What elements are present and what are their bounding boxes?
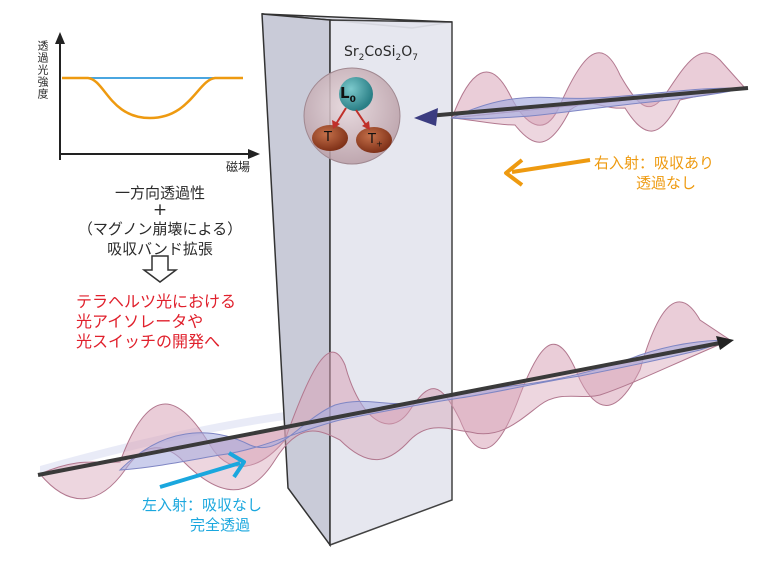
explanation-line1: 一方向透過性 [114, 184, 205, 202]
bottom-wave [37, 301, 734, 500]
decay-arrowhead-left [332, 120, 340, 129]
crystal-formula: Sr2CoSi2O7 [344, 44, 419, 63]
right-brown-ball [356, 127, 392, 153]
top-wave [414, 52, 749, 143]
decay-arrow-right [355, 109, 367, 126]
graph-x-arrowhead [248, 149, 260, 159]
left-brown-ball [312, 125, 348, 151]
explanation-line3: 吸収バンド拡張 [107, 240, 213, 258]
left-ball-label: T [324, 130, 332, 145]
graph-y-label: 透過光強度 [36, 40, 49, 100]
right-ball-label: T+ [368, 132, 383, 149]
top-wave-arrowhead [414, 108, 438, 126]
right-incidence-line2: 透過なし [636, 174, 697, 192]
magnon-sphere [303, 67, 401, 165]
top-wave-axis [427, 86, 749, 118]
graph-x-label: 磁場 [226, 160, 251, 174]
left-incidence-line2: 完全透過 [190, 516, 251, 534]
right-incidence-line1: 右入射：吸収あり [594, 154, 715, 172]
application-line3: 光スイッチの開発へ [76, 332, 221, 351]
decay-arrow-left [335, 107, 347, 125]
application-line2: 光アイソレータや [76, 312, 204, 331]
bottom-wave-arrowhead [716, 336, 734, 350]
decay-arrowhead-right [362, 121, 370, 130]
graph-y-arrowhead [55, 32, 65, 44]
graph-orange-curve [62, 76, 243, 120]
blue-incidence-arrow [159, 451, 246, 489]
bottom-wave-pink [39, 301, 732, 475]
down-outline-arrow [141, 255, 179, 283]
left-incidence-line1: 左入射：吸収なし [142, 496, 263, 514]
explanation-line2: （マグノン崩壊による） [77, 220, 243, 238]
bottom-wave-axis [37, 340, 726, 477]
application-line1: テラヘルツ光における [76, 292, 237, 311]
teal-ball-label: L0 [340, 84, 356, 105]
orange-incidence-arrow [504, 158, 591, 187]
bottom-wave-back [40, 410, 300, 474]
teal-ball [339, 77, 373, 111]
explanation-plus: + [152, 200, 168, 220]
transmission-graph [55, 32, 260, 160]
top-wave-pink [451, 52, 747, 126]
